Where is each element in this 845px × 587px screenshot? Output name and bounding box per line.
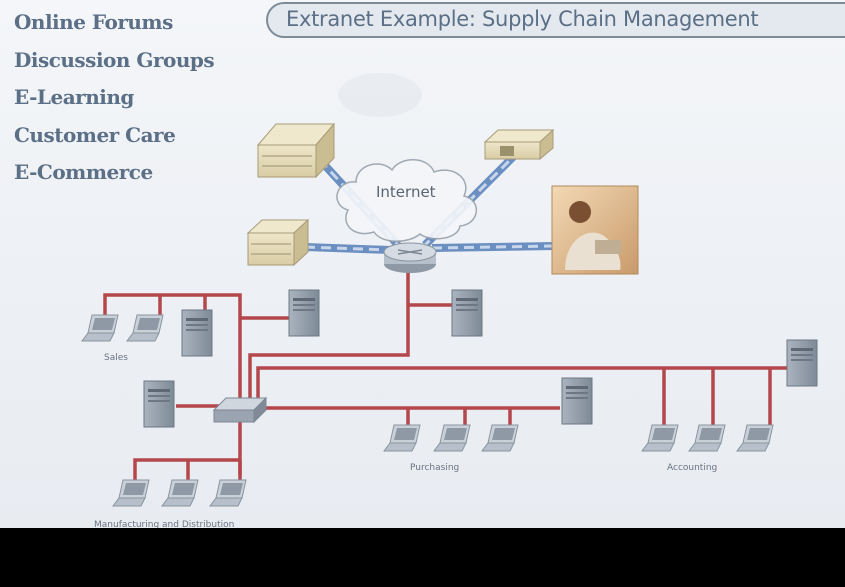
laptop-icon (481, 424, 519, 452)
side-menu: Online Forums Discussion Groups E-Learni… (14, 8, 215, 196)
menu-item-e-commerce[interactable]: E-Commerce (14, 160, 153, 184)
menu-item-discussion-groups[interactable]: Discussion Groups (14, 47, 215, 72)
menu-item-e-learning[interactable]: E-Learning (14, 85, 134, 109)
group-label-sales: Sales (104, 353, 128, 363)
lan-links (103, 272, 790, 480)
server-icon (786, 339, 818, 387)
laptop-icon (81, 314, 119, 342)
group-label-manufacturing: Manufacturing and Distribution (94, 520, 234, 528)
server-icon (561, 377, 593, 425)
person-photo (551, 185, 639, 275)
page-title: Extranet Example: Supply Chain Managemen… (286, 7, 759, 31)
building-icon (483, 128, 555, 161)
laptop-icon (126, 314, 164, 342)
menu-item-online-forums[interactable]: Online Forums (14, 10, 173, 34)
menu-item-customer-care[interactable]: Customer Care (14, 122, 176, 147)
server-icon (181, 309, 213, 357)
cloud-icon (336, 159, 477, 242)
laptop-icon (641, 424, 679, 452)
switch-icon (212, 396, 268, 424)
group-label-accounting: Accounting (667, 463, 717, 473)
laptop-icon (112, 479, 150, 507)
cloud-label: Internet (376, 183, 436, 201)
laptop-icon (161, 479, 199, 507)
router-icon (383, 242, 437, 273)
network-diagram: Internet (81, 73, 818, 528)
title-banner: Extranet Example: Supply Chain Managemen… (266, 2, 845, 38)
server-icon (451, 289, 483, 337)
laptop-icon (433, 424, 471, 452)
laptop-icon (736, 424, 774, 452)
server-icon (143, 380, 175, 428)
diagram-canvas: Online Forums Discussion Groups E-Learni… (0, 0, 845, 528)
server-icon (288, 289, 320, 337)
group-label-purchasing: Purchasing (410, 463, 459, 473)
letterbox-bar (0, 528, 845, 587)
background-device-ghost (338, 73, 422, 117)
building-icon (256, 122, 336, 179)
laptop-icon (209, 479, 247, 507)
laptop-icon (383, 424, 421, 452)
building-icon (246, 218, 310, 267)
laptop-icon (688, 424, 726, 452)
